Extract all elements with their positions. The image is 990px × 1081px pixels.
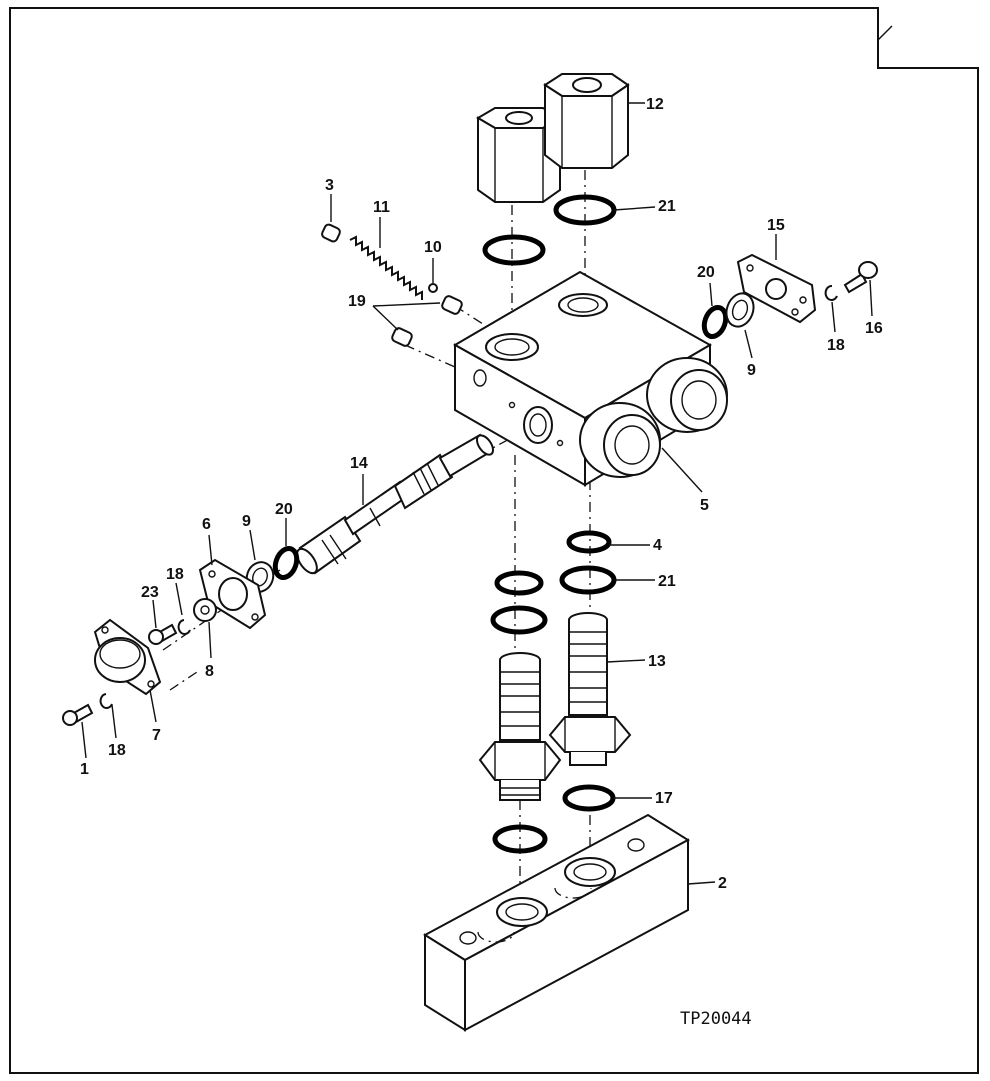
screw-23: [148, 623, 178, 645]
lock-washer-18-right: [824, 285, 838, 301]
figure-reference-code: TP20044: [680, 1009, 752, 1029]
callout-16: 16: [865, 320, 883, 337]
o-ring-mid-right: [559, 565, 617, 595]
callout-9-left: 9: [242, 513, 251, 530]
o-ring-upper-left: [482, 234, 546, 266]
callout-13: 13: [648, 653, 666, 670]
callout-11: 11: [373, 199, 390, 216]
valve-body: [452, 270, 728, 487]
callout-2: 2: [718, 875, 727, 892]
o-ring-20-right: [701, 304, 729, 340]
screw-1: [62, 703, 94, 726]
washer-8: [193, 598, 217, 622]
center-lines: [162, 170, 591, 915]
callout-7: 7: [152, 727, 161, 744]
callout-3: 3: [325, 177, 334, 194]
callout-4: 4: [653, 537, 662, 554]
callout-6: 6: [202, 516, 211, 533]
plugs-19: [391, 295, 463, 347]
cover-plate-15: [736, 253, 817, 324]
manifold-block: [423, 813, 690, 1032]
callout-19: 19: [348, 293, 366, 310]
callout-21-upper: 21: [658, 198, 676, 215]
hex-nut-left: [476, 107, 562, 203]
callout-9-right: 9: [747, 362, 756, 379]
callout-23: 23: [141, 584, 159, 601]
gasket-6: [198, 558, 267, 630]
callout-21-lower: 21: [658, 573, 676, 590]
end-cap-7: [93, 618, 162, 696]
spool-14: [296, 433, 494, 575]
o-ring-mid-left-small: [494, 570, 544, 596]
cartridge-right: [548, 612, 632, 766]
callout-8: 8: [205, 663, 214, 680]
diagram-frame: [9, 7, 979, 1074]
callout-1: 1: [80, 761, 89, 778]
screw-16: [843, 261, 878, 294]
callout-5: 5: [700, 497, 709, 514]
hex-nut-right: [543, 73, 630, 169]
callout-20-left: 20: [275, 501, 293, 518]
o-ring-mid-left-large: [490, 605, 548, 635]
o-ring-lower-left: [492, 824, 548, 854]
lock-washer-18-mid: [177, 619, 191, 635]
callout-10: 10: [424, 239, 442, 256]
callout-14: 14: [350, 455, 368, 472]
o-ring-17: [562, 784, 616, 812]
callout-17: 17: [655, 790, 673, 807]
cartridge-left: [478, 652, 562, 801]
o-ring-20-left: [272, 545, 300, 581]
callout-20-right: 20: [697, 264, 715, 281]
ball-10: [428, 283, 438, 293]
o-ring-4: [566, 530, 612, 554]
plug-3: [321, 223, 341, 243]
spring-11: [349, 235, 423, 300]
callout-18-mid: 18: [166, 566, 184, 583]
callout-15: 15: [767, 217, 785, 234]
callout-18-low: 18: [108, 742, 126, 759]
callout-12: 12: [646, 96, 664, 113]
callout-18-right: 18: [827, 337, 845, 354]
lock-washer-18-low: [99, 693, 113, 709]
